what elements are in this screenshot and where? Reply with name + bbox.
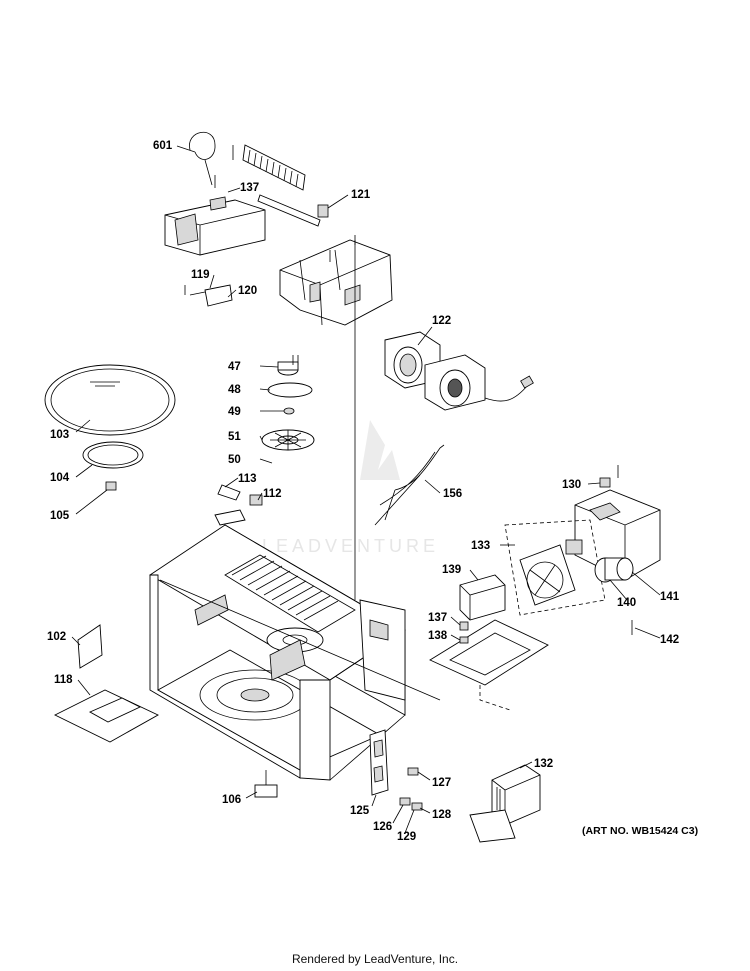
callout-137: 137 xyxy=(428,612,447,624)
callout-51: 51 xyxy=(228,431,241,443)
callout-140: 140 xyxy=(617,597,636,609)
callout-139: 139 xyxy=(442,564,461,576)
callout-138: 138 xyxy=(428,630,448,642)
turntable-drive xyxy=(261,355,315,451)
callout-126: 126 xyxy=(373,821,392,833)
callout-142: 142 xyxy=(660,634,679,646)
callout-120: 120 xyxy=(238,285,257,297)
transformer-assembly xyxy=(429,574,549,711)
top-assembly xyxy=(164,131,393,365)
callout-102: 102 xyxy=(47,631,66,643)
callout-156: 156 xyxy=(443,488,462,500)
control-bracket xyxy=(504,465,661,635)
footer-credit: Rendered by LeadVenture, Inc. xyxy=(291,952,459,966)
callout-103: 103 xyxy=(50,429,69,441)
watermark-text: LEADVENTURE xyxy=(262,536,439,556)
stirrer-motor xyxy=(254,770,278,798)
magnetron xyxy=(469,764,541,843)
wire-harness xyxy=(374,444,445,526)
glass-tray xyxy=(44,364,176,491)
callout-122: 122 xyxy=(432,315,451,327)
vent-grille xyxy=(242,144,306,191)
callout-119: 119 xyxy=(191,269,210,281)
callout-125: 125 xyxy=(350,805,370,817)
callout-113: 113 xyxy=(238,473,257,485)
callout-132: 132 xyxy=(534,758,553,770)
callout-128: 128 xyxy=(432,809,452,821)
callout-105: 105 xyxy=(50,510,70,522)
callout-48: 48 xyxy=(228,384,241,396)
callout-601: 601 xyxy=(153,140,173,152)
oven-cavity xyxy=(149,520,406,781)
callout-137-top: 137 xyxy=(240,182,259,194)
callout-47: 47 xyxy=(228,361,241,373)
leader-lines xyxy=(71,145,661,834)
callout-130: 130 xyxy=(562,479,581,491)
left-panels xyxy=(53,624,159,743)
latch-assembly xyxy=(369,729,423,811)
callout-121: 121 xyxy=(351,189,371,201)
callout-141: 141 xyxy=(660,591,680,603)
blower-assembly xyxy=(384,331,534,411)
callout-112: 112 xyxy=(263,488,282,500)
callout-106: 106 xyxy=(222,794,241,806)
callout-labels: 601 137 121 119 120 122 47 48 49 51 50 1… xyxy=(47,140,698,843)
callout-104: 104 xyxy=(50,472,70,484)
callout-127: 127 xyxy=(432,777,451,789)
top-vent-pattern xyxy=(231,555,339,621)
callout-129: 129 xyxy=(397,831,416,843)
lamp-parts xyxy=(214,484,263,526)
callout-50: 50 xyxy=(228,454,241,466)
callout-118: 118 xyxy=(54,674,73,686)
art-number: (ART NO. WB15424 C3) xyxy=(582,825,698,837)
callout-133: 133 xyxy=(471,540,490,552)
watermark: LEADVENTURE xyxy=(262,420,439,556)
callout-49: 49 xyxy=(228,406,241,418)
